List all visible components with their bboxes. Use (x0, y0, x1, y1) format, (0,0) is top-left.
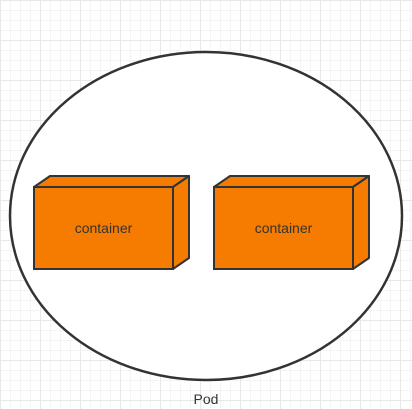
container-2-top (213, 175, 370, 188)
container-1-label: container (75, 220, 133, 236)
container-2-label: container (255, 220, 313, 236)
pod-label: Pod (194, 391, 219, 407)
container-box-1[interactable]: container (33, 175, 190, 270)
pod-ellipse[interactable] (8, 50, 404, 382)
container-1-top (33, 175, 190, 188)
container-2-side (352, 175, 370, 270)
container-box-2[interactable]: container (213, 175, 370, 270)
container-2-front (213, 186, 354, 270)
container-1-front (33, 186, 174, 270)
container-1-side (172, 175, 190, 270)
